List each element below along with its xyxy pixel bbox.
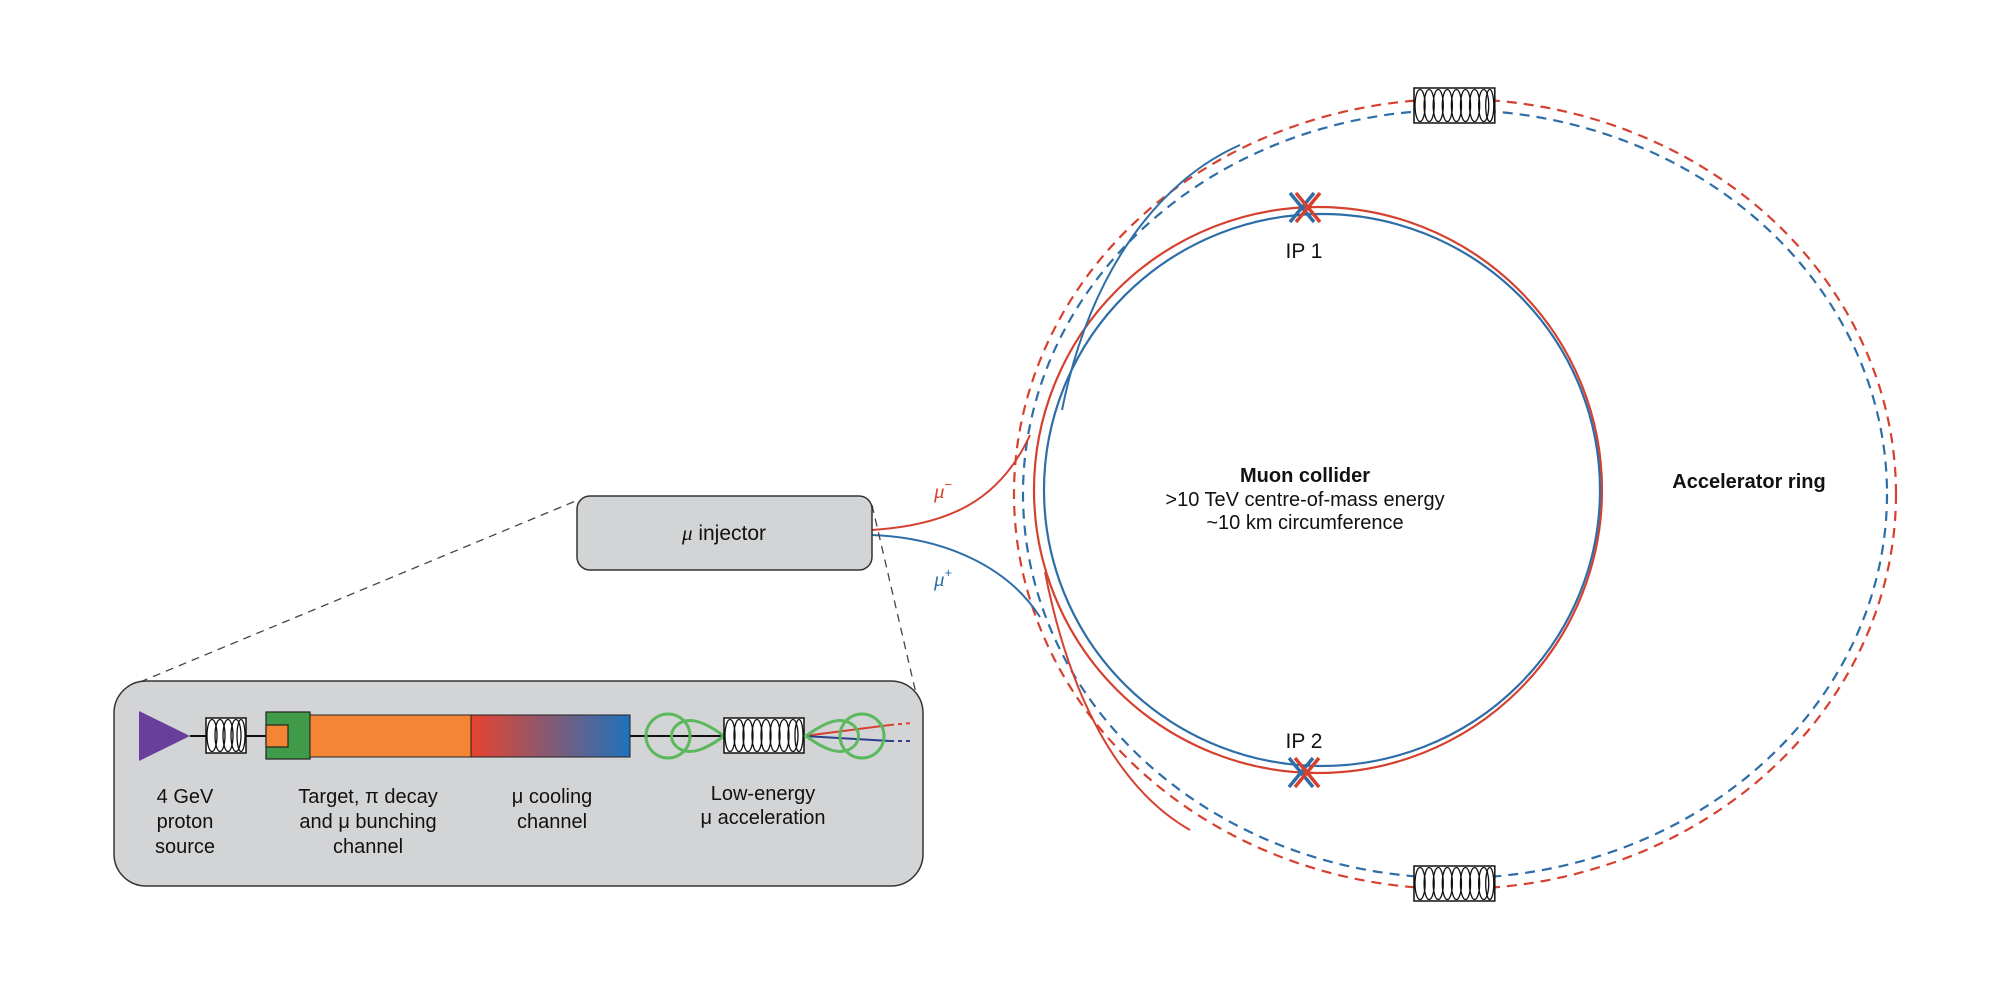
rf-cavity-loops-left-icon (644, 712, 727, 760)
collider-circumference: ~10 km circumference (1206, 512, 1403, 534)
bunching-channel-bar (309, 714, 472, 758)
svg-text:μ cooling: μ cooling (512, 786, 592, 808)
ip2-label: IP 2 (1286, 730, 1323, 753)
svg-text:μ acceleration: μ acceleration (701, 807, 826, 829)
accelerator-ring-mu-minus (1012, 97, 1898, 891)
output-beam-mu-plus (803, 735, 891, 742)
svg-text:Target, π decay: Target, π decay (298, 786, 437, 808)
svg-text:and μ bunching: and μ bunching (299, 811, 436, 833)
transfer-line-mu-minus (1044, 571, 1191, 831)
inset-connector-left (139, 499, 579, 683)
collider-ring-mu-plus (1042, 212, 1602, 768)
svg-text:channel: channel (333, 836, 403, 858)
injection-line-mu-plus (871, 534, 1041, 618)
svg-text:Low-energy: Low-energy (711, 783, 816, 805)
cooling-channel-bar (470, 714, 631, 758)
proton-source-icon (139, 711, 190, 761)
inset-connector-right (871, 504, 919, 703)
ring-solenoid-top (1413, 87, 1496, 124)
output-beam-mu-minus (803, 724, 891, 737)
mu-minus-label: μ− (933, 477, 952, 503)
ip1-marker-icon (1288, 191, 1322, 224)
svg-text:proton: proton (157, 811, 214, 833)
svg-text:channel: channel (517, 811, 587, 833)
stage-label-acceleration: Low-energy μ acceleration (701, 783, 826, 829)
target-core (265, 724, 289, 748)
ip2-marker-icon (1287, 756, 1321, 789)
acceleration-solenoid-icon (723, 717, 805, 754)
mu-plus-label: μ+ (933, 565, 952, 591)
svg-text:4 GeV: 4 GeV (157, 786, 214, 808)
transfer-line-mu-plus (1061, 144, 1241, 411)
collider-title: Muon collider (1240, 465, 1370, 487)
injector-detail-panel: 4 GeV proton source Target, π decay and … (113, 680, 924, 887)
rf-cavity-loops-right-icon (803, 712, 886, 760)
svg-text:source: source (155, 836, 215, 858)
mu-injector-label: μ injector (681, 521, 766, 545)
accelerator-ring-label: Accelerator ring (1672, 471, 1825, 493)
collider-ring-mu-minus (1032, 205, 1604, 775)
collider-energy: >10 TeV centre-of-mass energy (1165, 489, 1444, 511)
stage-label-cooling: μ cooling channel (512, 786, 592, 833)
stage-label-proton-source: 4 GeV proton source (155, 786, 215, 858)
accelerator-ring-mu-plus (1021, 108, 1889, 880)
ring-solenoid-bottom (1413, 865, 1496, 902)
stage-label-target-bunching: Target, π decay and μ bunching channel (298, 786, 437, 858)
mu-injector-box: μ injector (576, 495, 873, 571)
collider-ring (1032, 205, 1604, 775)
output-beam-mu-minus-dashed (889, 722, 913, 726)
injection-line-mu-minus (871, 434, 1031, 531)
ip1-label: IP 1 (1286, 240, 1323, 263)
proton-solenoid-icon (205, 717, 247, 754)
